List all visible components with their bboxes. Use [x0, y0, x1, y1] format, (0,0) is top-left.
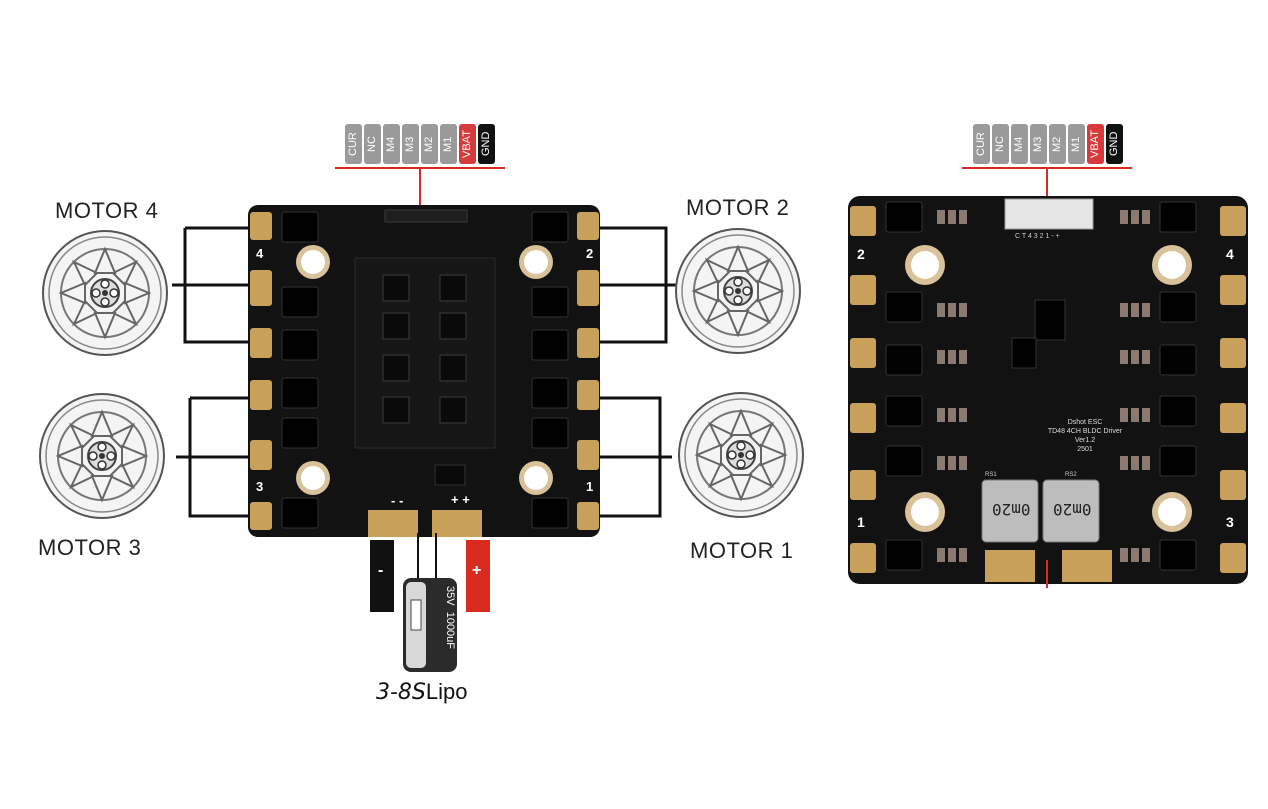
- capacitor-voltage: 35V: [444, 586, 456, 606]
- capacitor-rating: 35V 1000uF: [444, 586, 456, 666]
- connector-pin-cur: CUR: [345, 124, 362, 164]
- motor-4-graphic: [42, 230, 168, 356]
- capacitor-capacitance: 1000uF: [444, 611, 456, 650]
- positive-wire-label: +: [472, 562, 482, 579]
- motor-2-graphic: [675, 228, 801, 354]
- silk-title: Dshot ESC: [1067, 419, 1103, 426]
- connector-pin-m3: M3: [402, 124, 419, 164]
- connector-pin-m1: M1: [440, 124, 457, 164]
- left-pad-number-3: 3: [256, 479, 264, 494]
- right-pad-number-2: 2: [857, 246, 865, 262]
- connector-pin-m3: M3: [1030, 124, 1047, 164]
- battery-type: Lipo: [425, 679, 468, 704]
- motor-3-label: MOTOR 3: [38, 535, 142, 560]
- left-motor-wires: [172, 226, 678, 518]
- battery-label: 3-8SLipo: [376, 679, 468, 705]
- right-esc-board: [848, 196, 1248, 584]
- silk-version: Ver1.2: [1074, 437, 1096, 444]
- connector-pin-m2: M2: [421, 124, 438, 164]
- motor-1-label: MOTOR 1: [690, 538, 794, 563]
- connector-pin-vbat: VBAT: [1087, 124, 1104, 164]
- left-power-minus-silk: - -: [391, 493, 404, 508]
- left-pad-number-2: 2: [586, 246, 594, 261]
- connector-pin-m1: M1: [1068, 124, 1085, 164]
- left-esc-board: [248, 205, 600, 537]
- battery-leads: [370, 533, 490, 612]
- connector-pin-m2: M2: [1049, 124, 1066, 164]
- negative-wire-label: -: [378, 562, 384, 579]
- right-pad-number-3: 3: [1226, 514, 1234, 530]
- shunt-right-ref: RS2: [1065, 472, 1077, 478]
- silk-model: TD48 4CH BLDC Driver: [1047, 428, 1123, 435]
- capacitor-graphic: [403, 578, 457, 672]
- shunt-left-value: 0m20: [992, 500, 1031, 519]
- right-pad-number-1: 1: [857, 514, 865, 530]
- connector-pin-m4: M4: [1011, 124, 1028, 164]
- right-pad-number-4: 4: [1226, 246, 1234, 262]
- motor-4-label: MOTOR 4: [55, 198, 159, 223]
- motor-2-label: MOTOR 2: [686, 195, 790, 220]
- connector-pin-nc: NC: [364, 124, 381, 164]
- battery-cells: 3-8S: [376, 680, 426, 705]
- motor-3-graphic: [39, 393, 165, 519]
- connector-pin-cur: CUR: [973, 124, 990, 164]
- left-pad-number-1: 1: [586, 479, 594, 494]
- shunt-right-value: 0m20: [1053, 500, 1092, 519]
- motor-1-graphic: [678, 392, 804, 518]
- connector-pin-nc: NC: [992, 124, 1009, 164]
- connector-pin-gnd: GND: [1106, 124, 1123, 164]
- left-pad-number-4: 4: [256, 246, 264, 261]
- left-power-plus-silk: + +: [451, 492, 470, 507]
- right-connector-silk: C T 4 3 2 1 - +: [1015, 233, 1060, 240]
- shunt-left-ref: RS1: [985, 472, 997, 478]
- silk-date: 2501: [1077, 446, 1093, 453]
- connector-pin-vbat: VBAT: [459, 124, 476, 164]
- connector-pin-gnd: GND: [478, 124, 495, 164]
- connector-pin-m4: M4: [383, 124, 400, 164]
- right-board-silk-block: Dshot ESC TD48 4CH BLDC Driver Ver1.2 25…: [1030, 418, 1140, 454]
